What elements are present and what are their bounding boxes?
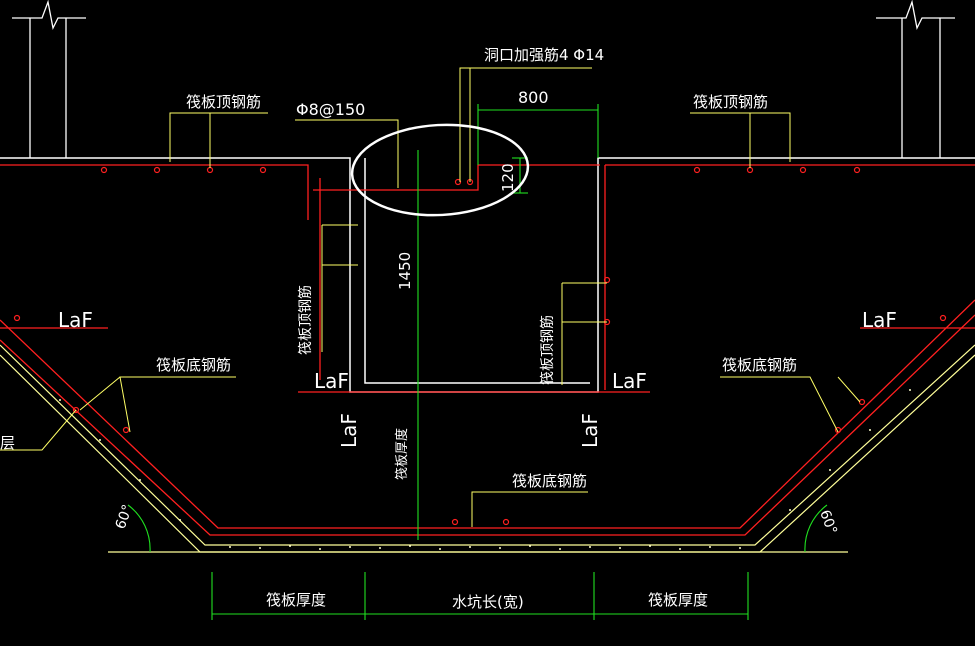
label-laf-mid-right: LaF	[612, 369, 647, 393]
label-top-rebar-left: 筏板顶钢筋	[186, 93, 261, 111]
label-dim-800: 800	[518, 88, 549, 107]
label-dim-pit: 水坑长(宽)	[452, 593, 524, 611]
slab-outline	[0, 157, 975, 393]
label-dim-1450: 1450	[396, 252, 414, 290]
label-laf-left: LaF	[58, 308, 93, 332]
concrete-bed	[0, 344, 975, 553]
label-layer-partial: 层	[0, 434, 15, 452]
label-dim-120: 120	[499, 163, 517, 192]
label-stirrup: Φ8@150	[296, 100, 365, 119]
label-bottom-rebar-right: 筏板底钢筋	[722, 356, 797, 374]
label-top-rebar-vert-left: 筏板顶钢筋	[297, 285, 314, 355]
label-bottom-rebar-center: 筏板底钢筋	[512, 472, 587, 490]
label-dim-raft-left: 筏板厚度	[266, 591, 326, 609]
label-angle-right: 60°	[816, 508, 840, 537]
label-dim-raft-right: 筏板厚度	[648, 591, 708, 609]
label-laf-vert-right: LaF	[578, 413, 602, 448]
leaders	[0, 67, 861, 527]
label-bottom-rebar-left: 筏板底钢筋	[156, 356, 231, 374]
label-laf-vert-left: LaF	[337, 413, 361, 448]
rebar-dots	[13, 166, 947, 526]
concrete-speckle	[59, 389, 911, 550]
columns	[12, 0, 955, 158]
label-raft-thickness-vert: 筏板厚度	[394, 428, 410, 480]
label-top-rebar-right: 筏板顶钢筋	[693, 93, 768, 111]
label-laf-right: LaF	[862, 308, 897, 332]
label-angle-left: 60°	[113, 503, 137, 532]
label-laf-mid-left: LaF	[314, 369, 349, 393]
highlight-ellipse	[350, 123, 530, 217]
label-top-rebar-vert-right: 筏板顶钢筋	[539, 315, 556, 385]
label-opening-rebar: 洞口加强筋4 Φ14	[484, 46, 604, 64]
rebar-lines	[0, 164, 975, 536]
